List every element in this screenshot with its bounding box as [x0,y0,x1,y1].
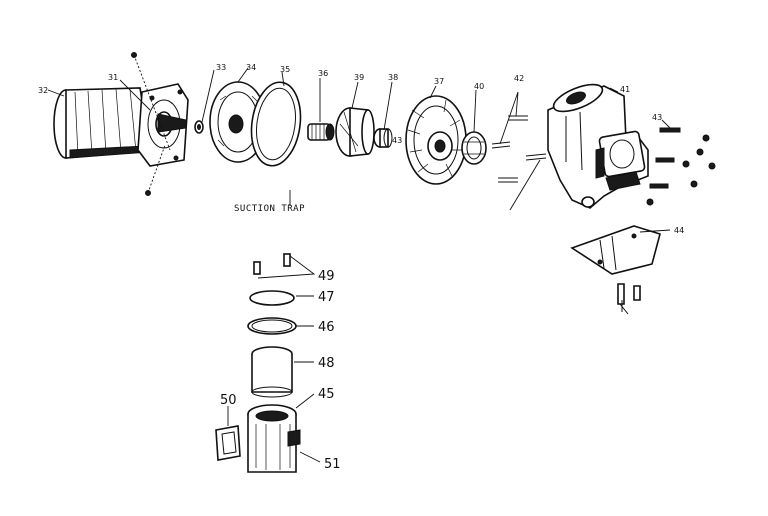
label-49: 49 [318,269,335,284]
label-51: 51 [324,457,341,472]
impeller [335,107,375,157]
seal-assembly [307,123,335,141]
label-34: 34 [246,63,256,72]
strainer-basket-48 [251,346,293,398]
diffuser-ring [373,128,393,148]
label-45: 45 [318,387,335,402]
label-43-right: 43 [652,113,662,122]
label-36: 36 [318,69,328,78]
label-38: 38 [388,73,398,82]
label-37: 37 [434,77,444,86]
gasket [250,81,302,167]
label-35: 35 [280,65,290,74]
label-33: 33 [216,63,226,72]
trap-screws-49 [253,253,291,275]
motor-end-bracket [137,83,189,167]
trap-gasket-50 [215,425,241,461]
label-46: 46 [318,320,335,335]
label-31: 31 [108,73,118,82]
pump-body [547,83,649,209]
hardware-right [646,127,716,206]
label-40: 40 [474,82,484,91]
trap-body-45 [247,404,301,473]
suction-trap-caption: SUCTION TRAP [234,204,305,214]
wear-ring [461,131,487,165]
diffuser [405,95,467,185]
label-44: 44 [674,226,684,235]
leader-lines [47,67,671,463]
motor [53,87,151,159]
label-39: 39 [354,73,364,82]
label-42: 42 [514,74,524,83]
label-50: 50 [220,393,237,408]
label-41: 41 [620,85,630,94]
trap-gasket-46 [247,317,297,335]
label-48: 48 [318,356,335,371]
trap-cover-47 [249,290,295,306]
label-47: 47 [318,290,335,305]
label-43-left: 43 [392,136,402,145]
part-labels: 32 31 33 34 35 36 39 38 43 37 40 42 41 4… [38,63,684,472]
studs [491,91,547,211]
slinger-washer [194,120,204,134]
label-32: 32 [38,86,48,95]
base-plate [570,225,661,315]
